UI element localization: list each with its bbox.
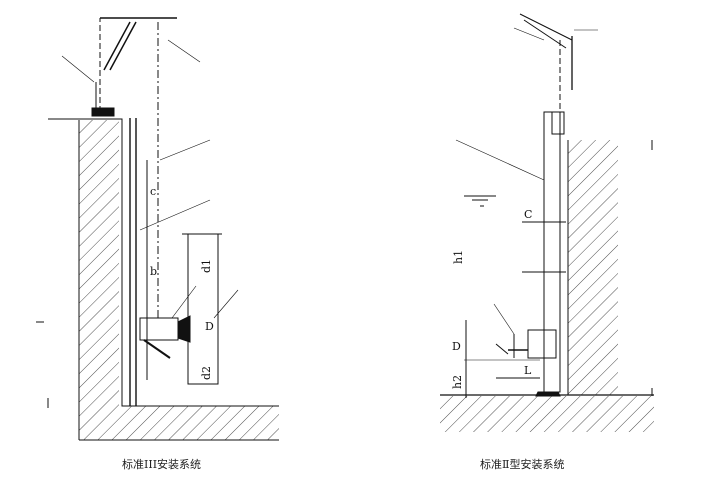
left-diagram — [36, 17, 279, 441]
left-floor-hatch — [119, 406, 279, 440]
left-caption: 标准III安装系统 — [122, 458, 202, 471]
right-caption: 标准Ⅱ型安装系统 — [480, 458, 565, 471]
left-pump — [139, 317, 179, 341]
right-diagram — [440, 13, 654, 432]
right-dim-D: D — [452, 340, 461, 353]
left-wall-hatch — [79, 120, 119, 440]
left-dim-b: b — [150, 265, 157, 278]
right-dim-h1: h1 — [452, 250, 465, 264]
right-guide-tube — [543, 111, 561, 393]
left-dim-D: D — [205, 320, 214, 333]
right-pump — [527, 329, 557, 359]
left-dimension-text: c b d1 D d2 — [150, 185, 214, 380]
left-dim-d1: d1 — [200, 259, 213, 273]
right-wall-hatch — [568, 140, 618, 395]
right-dimension-text: C h1 D h2 L — [451, 208, 532, 389]
right-floor-hatch — [440, 396, 654, 432]
right-dim-C: C — [524, 208, 532, 221]
left-dim-d2: d2 — [200, 366, 213, 380]
right-dim-L: L — [524, 364, 532, 377]
left-outlet-pipe — [187, 233, 219, 385]
left-pit-outline — [48, 118, 279, 407]
left-dim-c: c — [150, 185, 156, 198]
right-dim-h2: h2 — [451, 375, 464, 389]
